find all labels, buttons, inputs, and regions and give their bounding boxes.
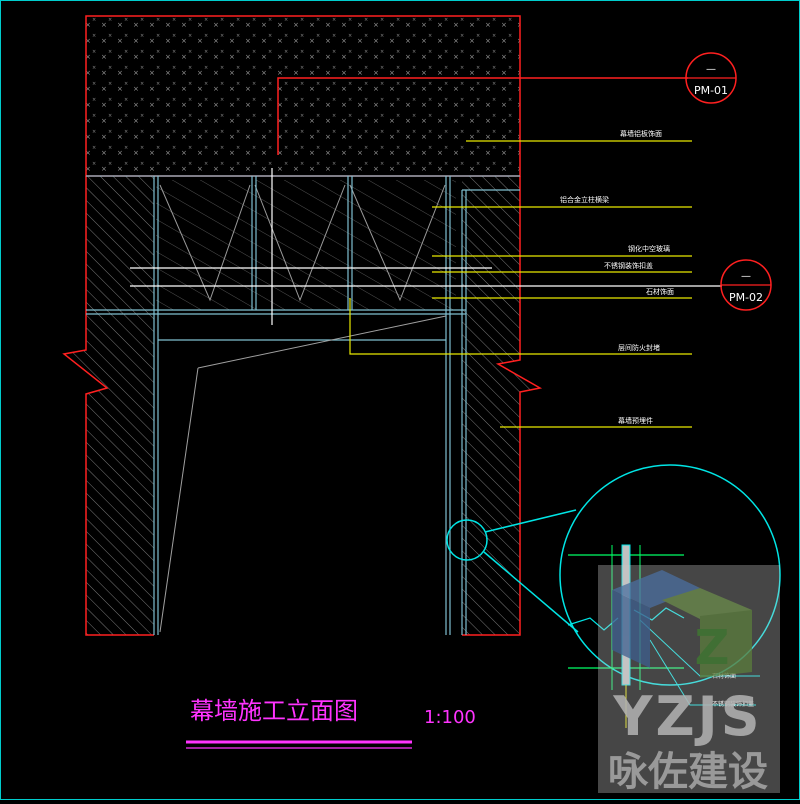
watermark-logo: Z — [612, 570, 752, 678]
callout-label: 钢化中空玻璃 — [628, 244, 670, 253]
tag-pm01-code: PM-01 — [694, 84, 728, 97]
callout-label: 层间防火封堵 — [618, 343, 660, 352]
callout-label: 不锈钢装饰扣盖 — [604, 261, 653, 270]
callout-label: 铝合金立柱横梁 — [560, 195, 609, 204]
left-wall — [62, 176, 154, 636]
right-wall — [462, 176, 543, 636]
detail-magnifier — [446, 464, 781, 686]
door-opening-diagonals — [159, 315, 447, 633]
aluminum-panel-zone — [85, 15, 521, 177]
callout-label: 幕墙铝板饰面 — [620, 129, 662, 138]
section-lines — [130, 168, 722, 325]
title-block: 幕墙施工立面图 1:100 — [186, 697, 476, 749]
detail-callout-label: 石材饰面 — [712, 672, 736, 680]
callout-labels: 幕墙铝板饰面 铝合金立柱横梁 钢化中空玻璃 不锈钢装饰扣盖 石材饰面 层间防火封… — [560, 129, 754, 708]
tag-pm02-code: PM-02 — [729, 291, 763, 304]
watermark-cn: 咏佐建设 — [608, 749, 768, 795]
drawing-scale: 1:100 — [424, 707, 476, 728]
callout-leaders — [349, 140, 692, 428]
tag-pm02-dash: — — [741, 271, 751, 282]
svg-text:Z: Z — [695, 620, 730, 676]
callout-label: 幕墙预埋件 — [618, 416, 653, 425]
pm01-leader-line — [277, 77, 688, 155]
detail-callout-label: 不锈钢装饰扣盖 — [712, 700, 754, 708]
mullion-frame — [86, 175, 520, 635]
glass-panes — [156, 180, 456, 310]
tag-pm01: — PM-01 — [685, 52, 737, 104]
callout-label: 石材饰面 — [646, 287, 674, 296]
tag-pm02: — PM-02 — [720, 259, 772, 311]
drawing-title: 幕墙施工立面图 — [190, 697, 358, 725]
company-watermark: Z YZJS 咏佐建设 — [598, 565, 780, 795]
tag-pm01-dash: — — [706, 64, 716, 75]
watermark-latin: YZJS — [612, 685, 762, 748]
